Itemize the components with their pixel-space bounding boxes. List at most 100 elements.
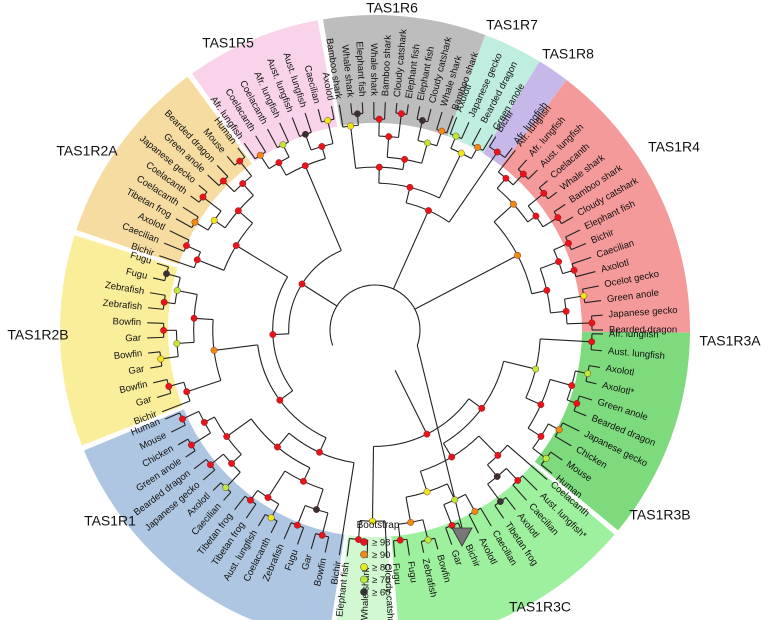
leaf-label: Japanese gecko xyxy=(608,305,678,320)
bootstrap-node xyxy=(300,477,307,485)
bootstrap-node xyxy=(276,396,284,404)
bootstrap-node xyxy=(423,488,431,496)
clade-sector-tas1r2b xyxy=(59,235,183,446)
legend-swatch xyxy=(360,575,368,584)
bootstrap-node xyxy=(457,149,465,157)
bootstrap-node xyxy=(239,180,247,187)
legend-title: Bootstrap xyxy=(357,520,400,531)
leaf-label: Fugu xyxy=(405,561,419,584)
bootstrap-node xyxy=(419,117,426,124)
bootstrap-node xyxy=(219,177,227,185)
leaf-label: Bamboo shark xyxy=(380,35,394,97)
clade-label-tas1r4: TAS1R4 xyxy=(648,139,700,155)
bootstrap-node xyxy=(588,338,596,346)
bootstrap-node xyxy=(471,508,479,515)
bootstrap-node xyxy=(210,216,218,224)
bootstrap-node xyxy=(160,326,167,334)
leaf-label: Gar xyxy=(135,394,153,409)
bootstrap-node xyxy=(540,189,548,197)
bootstrap-node xyxy=(555,258,562,266)
bootstrap-node xyxy=(256,151,264,159)
bootstrap-node xyxy=(302,130,309,138)
clade-label-tas1r6: TAS1R6 xyxy=(366,0,418,16)
leaf-label: Elephant fish xyxy=(353,41,367,96)
clade-label-tas1r5: TAS1R5 xyxy=(202,35,254,51)
bootstrap-node xyxy=(502,174,510,182)
bootstrap-node xyxy=(568,382,576,389)
clade-label-tas1r1: TAS1R1 xyxy=(84,513,136,529)
bootstrap-node xyxy=(228,460,235,467)
bootstrap-node xyxy=(423,430,431,438)
bootstrap-node xyxy=(555,426,563,434)
bootstrap-node xyxy=(493,473,501,480)
bootstrap-node xyxy=(275,159,283,167)
bootstrap-node xyxy=(474,143,482,151)
bootstrap-node xyxy=(580,292,588,300)
bootstrap-node xyxy=(375,163,383,171)
bootstrap-node xyxy=(293,521,301,529)
bootstrap-node xyxy=(269,331,277,338)
clade-label-tas1r3a: TAS1R3A xyxy=(699,333,761,349)
legend-label: ≥ 80 xyxy=(372,563,390,574)
bootstrap-node xyxy=(570,266,578,274)
bootstrap-node xyxy=(385,133,393,140)
bootstrap-node xyxy=(562,307,570,315)
clade-label-tas1r3b: TAS1R3B xyxy=(629,507,690,523)
leaf-label: Bearded dragon xyxy=(609,325,677,336)
bootstrap-node xyxy=(173,340,181,347)
bootstrap-node xyxy=(397,110,405,118)
bootstrap-node xyxy=(584,370,592,377)
bootstrap-node xyxy=(494,451,502,459)
bootstrap-node xyxy=(542,455,550,462)
bootstrap-node xyxy=(514,251,521,259)
bootstrap-node xyxy=(199,193,207,201)
bootstrap-node xyxy=(406,183,414,191)
bootstrap-node xyxy=(318,143,326,150)
clade-sector-tas1r2a xyxy=(76,76,252,265)
leaf-label: Whale shark xyxy=(368,43,379,96)
bootstrap-node xyxy=(375,115,383,123)
bootstrap-node xyxy=(532,212,540,220)
legend-swatch xyxy=(360,563,368,571)
leaf-label: Gar xyxy=(125,333,141,345)
bootstrap-node xyxy=(424,536,432,544)
bootstrap-node xyxy=(179,415,186,423)
bootstrap-nodes xyxy=(157,110,596,547)
clade-label-tas1r2a: TAS1R2A xyxy=(56,143,118,159)
bootstrap-node xyxy=(425,207,432,214)
bootstrap-node xyxy=(354,110,361,118)
leaf-label: Aust. lungfish xyxy=(608,346,666,362)
clade-label-tas1r2b: TAS1R2B xyxy=(7,327,68,343)
bootstrap-node xyxy=(451,496,459,504)
bootstrap-node xyxy=(163,270,170,278)
bootstrap-node xyxy=(267,514,275,522)
bootstrap-node xyxy=(573,400,581,407)
bootstrap-node xyxy=(565,239,572,247)
bootstrap-node xyxy=(448,453,456,461)
bootstrap-node xyxy=(232,242,240,249)
bootstrap-node xyxy=(279,141,287,149)
bootstrap-node xyxy=(401,155,409,163)
bootstrap-node xyxy=(264,494,272,501)
bootstrap-node xyxy=(222,484,230,492)
bootstrap-legend: Bootstrap≥ 98≥ 90≥ 80≥ 70≥ 60 xyxy=(357,520,400,599)
bootstrap-node xyxy=(183,242,190,250)
leaf-label: Axolotl xyxy=(605,363,635,379)
bootstrap-node xyxy=(396,536,404,544)
bootstrap-node xyxy=(247,496,254,504)
bootstrap-node xyxy=(493,148,501,156)
bootstrap-node xyxy=(543,286,551,294)
clade-sector-tas1r6 xyxy=(323,15,486,137)
bootstrap-node xyxy=(554,214,562,222)
legend-swatch xyxy=(360,538,368,546)
clade-sector-tas1r3a xyxy=(534,331,690,531)
leaf-label: Zebrafish xyxy=(102,298,142,313)
bootstrap-node xyxy=(236,157,244,165)
bootstrap-node xyxy=(200,419,208,426)
clade-sector-tas1r3b xyxy=(391,464,615,620)
bootstrap-node xyxy=(234,207,242,215)
bootstrap-node xyxy=(424,139,431,147)
legend-swatch xyxy=(360,588,368,596)
legend-label: ≥ 98 xyxy=(372,538,390,549)
